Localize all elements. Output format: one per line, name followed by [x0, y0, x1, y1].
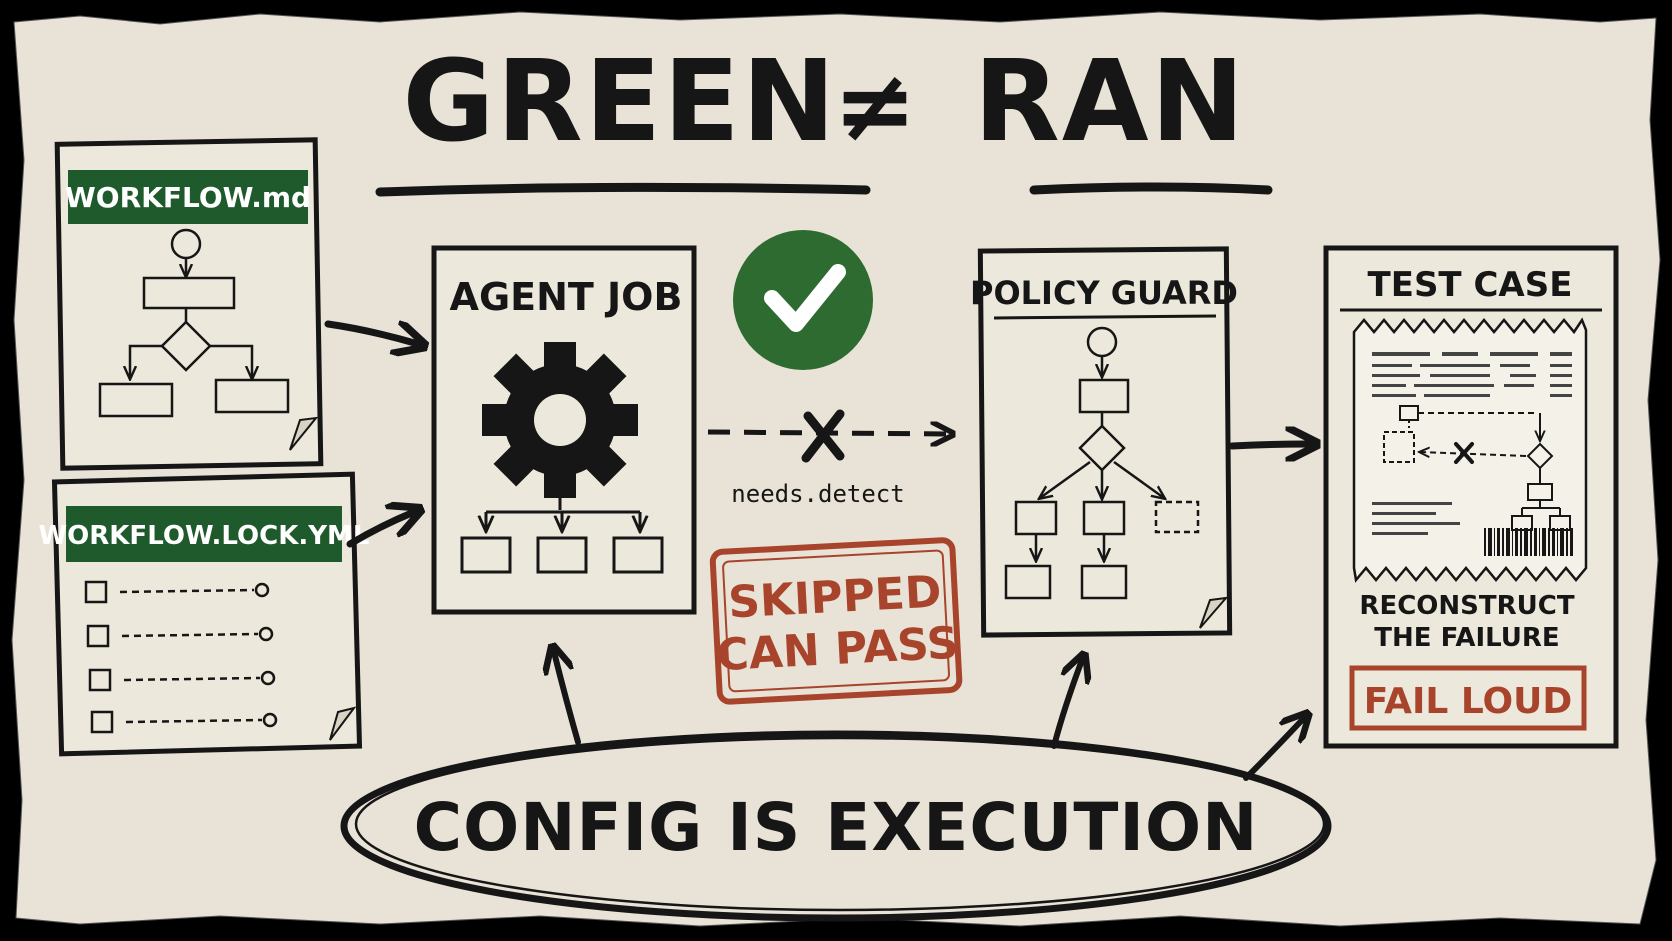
title-underline-left — [375, 182, 871, 197]
arrow-footer-to-test — [1243, 718, 1304, 781]
title-right: RAN — [974, 37, 1247, 167]
stamp-line1: SKIPPED — [727, 566, 943, 628]
dependency-edge: needs.detect — [707, 409, 948, 508]
page-curl — [289, 416, 319, 451]
policy-guard-label: POLICY GUARD — [970, 274, 1238, 312]
divider — [993, 314, 1217, 320]
fail-loud-label: FAIL LOUD — [1364, 681, 1573, 722]
green-check-icon — [733, 230, 873, 370]
page-curl — [1199, 596, 1229, 629]
arrow-footer-to-agent — [554, 652, 581, 745]
workflow-lock-label-bg — [66, 506, 342, 562]
barcode-icon — [1484, 528, 1573, 556]
checklist — [84, 580, 278, 734]
arrow-policy-to-test — [1228, 444, 1310, 446]
agent-job-tree — [460, 496, 664, 574]
test-case-label: TEST CASE — [1368, 265, 1573, 305]
paper-background — [11, 11, 1661, 927]
title-underline-right — [1029, 182, 1273, 195]
agent-job-label: AGENT JOB — [450, 275, 683, 319]
workflow-lock-label: WORKFLOW.LOCK.YML — [38, 521, 369, 551]
test-case-caption-line1: RECONSTRUCT — [1359, 591, 1574, 621]
test-case-caption-line2: THE FAILURE — [1374, 623, 1559, 653]
edge-label: needs.detect — [731, 480, 904, 508]
test-case-card: TEST CASE — [1323, 245, 1619, 749]
receipt-x-icon — [1454, 442, 1474, 464]
receipt-diagram — [1383, 405, 1571, 531]
title-left: GREEN — [403, 37, 838, 167]
workflow-md-flowchart — [98, 228, 290, 418]
workflow-md-card: WORKFLOW.md — [54, 137, 324, 471]
gear-icon — [482, 342, 638, 498]
workflow-md-label-bg — [68, 170, 308, 224]
workflow-md-label: WORKFLOW.md — [65, 181, 311, 214]
agent-job-card: AGENT JOB — [431, 245, 697, 615]
page-curl — [329, 706, 357, 741]
arrow-lock-to-agent — [346, 512, 414, 548]
receipt — [1352, 317, 1588, 583]
stamp-line2: CAN PASS — [715, 618, 959, 682]
policy-flowchart — [1004, 326, 1200, 600]
footer: CONFIG IS EXECUTION — [340, 652, 1332, 922]
arrow-md-to-agent — [324, 324, 418, 344]
footer-ellipse — [340, 730, 1332, 922]
policy-guard-card: POLICY GUARD — [970, 246, 1238, 638]
broken-x-icon — [801, 409, 845, 463]
fail-loud-badge — [1349, 665, 1587, 731]
skipped-stamp: SKIPPED CAN PASS — [709, 537, 963, 705]
workflow-lock-card: WORKFLOW.LOCK.YML — [38, 471, 370, 757]
footer-text: CONFIG IS EXECUTION — [414, 789, 1259, 866]
arrow-footer-to-policy — [1051, 660, 1082, 749]
not-equal-symbol: ≠ — [833, 47, 917, 164]
title: GREEN ≠ RAN — [375, 37, 1273, 197]
footer-ellipse-inner — [354, 736, 1326, 912]
